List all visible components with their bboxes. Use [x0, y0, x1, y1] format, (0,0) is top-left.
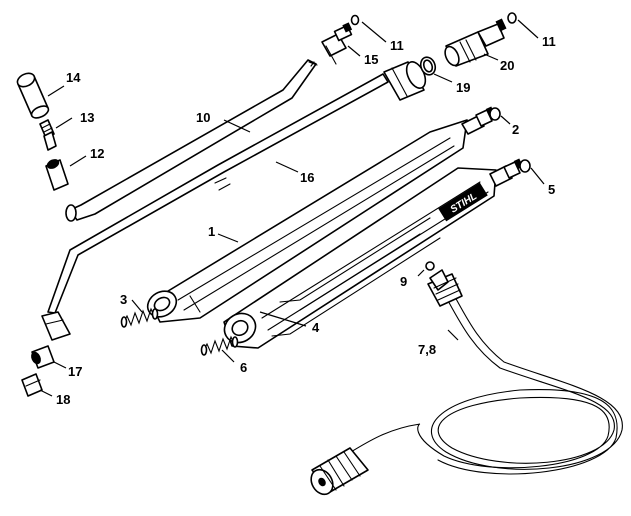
callout-19: 19 — [456, 80, 470, 95]
callout-14: 14 — [66, 70, 81, 85]
callout-17: 17 — [68, 364, 82, 379]
callout-2: 2 — [512, 122, 519, 137]
part-9-o-ring — [425, 261, 435, 271]
callout-1: 1 — [208, 224, 215, 239]
part-7-8-hose — [310, 269, 623, 496]
callout-9: 9 — [400, 274, 407, 289]
callout-4: 4 — [312, 320, 320, 335]
part-12-connector — [45, 159, 69, 191]
callout-labels: 14 13 12 10 16 1 3 4 6 17 18 15 11 19 20… — [56, 34, 556, 407]
callout-12: 12 — [90, 146, 104, 161]
callout-10: 10 — [196, 110, 210, 125]
part-2-o-ring — [489, 107, 501, 121]
callout-18: 18 — [56, 392, 70, 407]
callout-7-8: 7,8 — [418, 342, 436, 357]
part-11-o-ring-b — [507, 12, 517, 24]
callout-15: 15 — [364, 52, 378, 67]
callout-11a: 11 — [390, 38, 404, 53]
part-14-cap — [16, 72, 50, 119]
callout-13: 13 — [80, 110, 94, 125]
part-19-ring-inner — [422, 59, 434, 73]
part-6-spring — [200, 335, 239, 356]
part-11-o-ring-a — [350, 14, 360, 26]
leader-lines — [39, 19, 545, 397]
part-5-o-ring — [519, 159, 531, 173]
callout-20: 20 — [500, 58, 514, 73]
callout-11b: 11 — [542, 34, 556, 49]
callout-5: 5 — [548, 182, 555, 197]
part-17-nut — [31, 345, 55, 369]
part-15-nozzle — [321, 22, 353, 65]
part-4-gun-body: STIHL — [223, 158, 524, 349]
part-18-fitting — [21, 373, 43, 397]
part-20-nozzle — [444, 18, 507, 67]
part-10-lance-tube — [65, 59, 318, 222]
part-3-spring — [120, 307, 159, 328]
part-13-nipple — [39, 119, 57, 151]
callout-6: 6 — [240, 360, 247, 375]
callout-3: 3 — [120, 292, 127, 307]
callout-16: 16 — [300, 170, 314, 185]
